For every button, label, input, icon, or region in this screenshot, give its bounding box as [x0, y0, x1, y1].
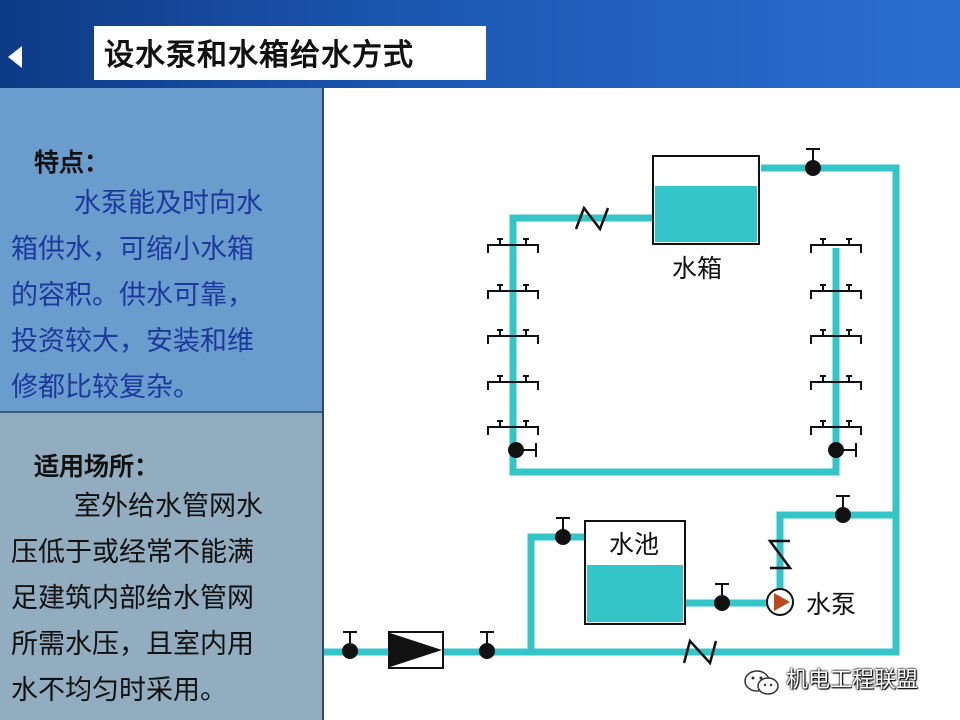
faucet-icon	[836, 238, 862, 253]
faucet-icon	[836, 329, 862, 344]
applicable-line-3: 足建筑内部给水管网	[11, 583, 254, 614]
faucet-icon	[487, 238, 513, 253]
faucet-icon	[810, 238, 836, 253]
pool-label: 水池	[609, 530, 659, 559]
features-line-5: 修都比较复杂。	[11, 372, 200, 403]
watermark: 机电工程联盟	[742, 662, 918, 697]
faucet-icon	[810, 284, 836, 299]
faucet-icon	[513, 238, 539, 253]
gate-valve-icon	[555, 517, 571, 545]
water-tank	[652, 155, 760, 245]
panel-border	[322, 88, 324, 720]
applicable-line-2: 压低于或经常不能满	[11, 537, 254, 568]
watermark-text: 机电工程联盟	[786, 668, 919, 693]
applicable-line-4: 所需水压，且室内用	[11, 629, 254, 660]
features-line-4: 投资较大，安装和维	[11, 326, 254, 357]
features-line-1: 水泵能及时向水	[74, 188, 263, 219]
features-line-2: 箱供水，可缩小水箱	[11, 234, 254, 265]
features-panel	[0, 88, 322, 412]
water-pool	[584, 520, 686, 625]
faucet-icon	[487, 284, 513, 299]
distribution-pipe	[509, 214, 840, 476]
main-riser-pipe	[324, 164, 900, 656]
applicable-line-5: 水不均匀时采用。	[11, 675, 227, 706]
faucet-icon	[836, 420, 862, 435]
features-line-3: 的容积。供水可靠，	[11, 280, 254, 311]
features-heading: 特点：	[34, 148, 110, 177]
tank-label: 水箱	[672, 254, 722, 283]
gate-valve-icon	[828, 442, 857, 458]
applicable-panel	[0, 412, 322, 720]
faucet-icon	[513, 329, 539, 344]
pool-group	[584, 520, 686, 625]
faucet-icon	[487, 329, 513, 344]
gate-valve-icon	[342, 631, 358, 659]
gate-valve-icon	[479, 631, 495, 659]
pump-discharge-pipe	[776, 511, 896, 603]
water-supply-diagram: 水箱 水池 水泵	[324, 148, 900, 669]
gate-valve-icon	[508, 442, 537, 458]
faucet-icon	[836, 284, 862, 299]
pool-inlet-pipe	[527, 533, 585, 652]
gate-valve-icon	[835, 495, 851, 523]
tank-water	[655, 186, 757, 242]
pump-group	[766, 588, 794, 616]
pump-label: 水泵	[806, 590, 856, 619]
page-title: 设水泵和水箱给水方式	[104, 38, 414, 73]
faucet-icon	[810, 329, 836, 344]
meter-group	[388, 631, 444, 669]
tank-group	[652, 155, 760, 245]
wechat-icon	[744, 669, 779, 695]
back-arrow-icon[interactable]	[8, 46, 22, 68]
pipe-network	[324, 164, 900, 656]
faucet-icon	[513, 420, 539, 435]
gate-valves	[342, 148, 857, 659]
applicable-heading: 适用场所：	[34, 452, 160, 481]
meter-arrow-icon	[390, 633, 442, 667]
check-valve-icon	[767, 539, 793, 570]
pump-arrow-icon	[774, 593, 790, 611]
faucet-icon	[513, 284, 539, 299]
pool-water	[587, 565, 683, 622]
gate-valve-icon	[714, 583, 730, 611]
title-box	[94, 26, 486, 80]
check-valve-icon	[574, 205, 610, 232]
check-valve-icon	[682, 638, 718, 666]
check-valves	[574, 205, 793, 666]
faucet-icon	[810, 375, 836, 390]
faucet-icon	[810, 420, 836, 435]
faucet-icon	[836, 375, 862, 390]
applicable-line-1: 室外给水管网水	[74, 491, 263, 522]
faucet-icon	[513, 375, 539, 390]
faucet-icon	[487, 375, 513, 390]
panel-divider	[0, 411, 322, 413]
faucets	[487, 238, 862, 435]
faucet-icon	[487, 420, 513, 435]
gate-valve-icon	[805, 148, 821, 176]
